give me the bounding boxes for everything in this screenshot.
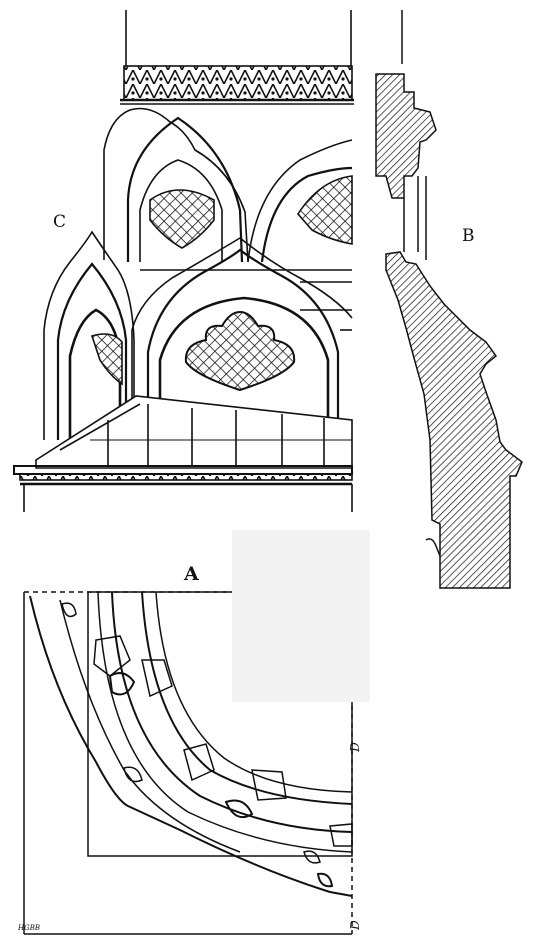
label-a: A	[184, 563, 199, 585]
faint-smudge	[232, 530, 370, 702]
label-b: B	[462, 226, 475, 246]
engraver-signature: HGBB	[18, 924, 40, 932]
elevation-drawing	[13, 10, 354, 512]
section-b-drawing	[375, 10, 523, 589]
label-d-upper: D	[347, 742, 362, 752]
label-c: C	[53, 212, 67, 232]
label-d-lower: D	[347, 920, 362, 930]
